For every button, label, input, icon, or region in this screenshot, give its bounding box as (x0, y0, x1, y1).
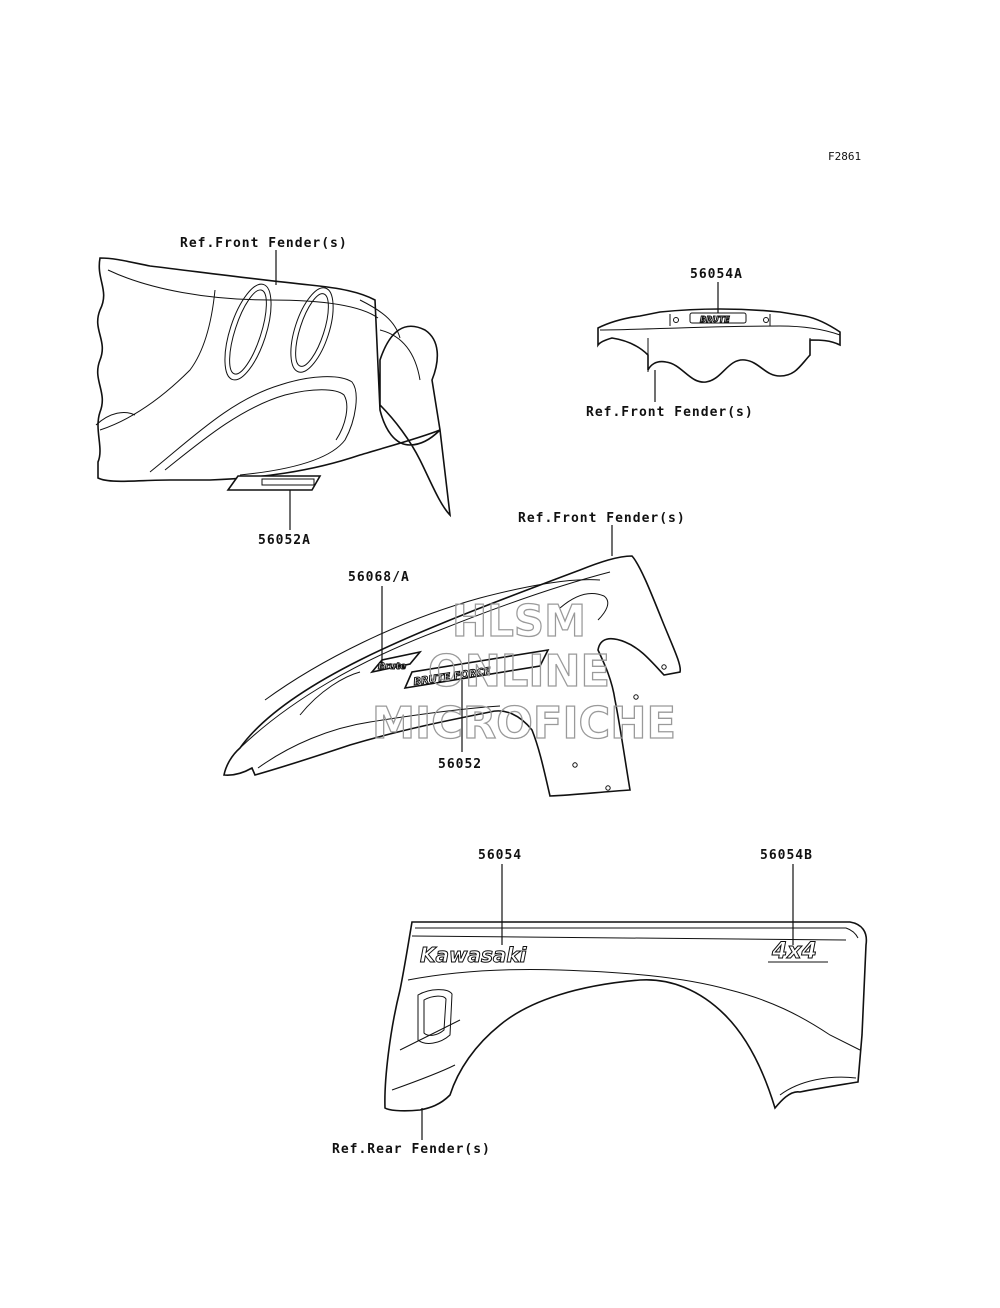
label-ref-front-fender-3: Ref.Front Fender(s) (518, 511, 686, 526)
label-56052A: 56052A (258, 533, 311, 548)
front-fender-left-view (95, 257, 452, 518)
four-by-four-decal: 4x4 (771, 939, 817, 964)
front-fender-side-view: Brute BRUTE FORCE (223, 555, 682, 797)
label-ref-front-fender-2: Ref.Front Fender(s) (586, 405, 754, 420)
label-ref-front-fender-1: Ref.Front Fender(s) (180, 236, 348, 251)
label-56054: 56054 (478, 848, 522, 863)
front-fender-front-view: BRUTE (597, 308, 841, 383)
label-56054A: 56054A (690, 267, 743, 282)
svg-text:BRUTE: BRUTE (700, 315, 730, 324)
watermark-line3: MICROFICHE (372, 698, 676, 749)
kawasaki-decal: Kawasaki (420, 943, 528, 967)
label-56052: 56052 (438, 757, 482, 772)
label-ref-rear-fender: Ref.Rear Fender(s) (332, 1142, 491, 1157)
rear-fender: Kawasaki 4x4 (384, 921, 868, 1112)
label-56054B: 56054B (760, 848, 813, 863)
watermark-line2: ONLINE (428, 646, 610, 697)
watermark: HLSM ONLINE MICROFICHE (371, 595, 676, 749)
svg-text:Brute: Brute (378, 662, 406, 672)
watermark-line1: HLSM (452, 596, 586, 647)
figure-id: F2861 (828, 150, 861, 163)
label-56068A: 56068/A (348, 570, 410, 585)
